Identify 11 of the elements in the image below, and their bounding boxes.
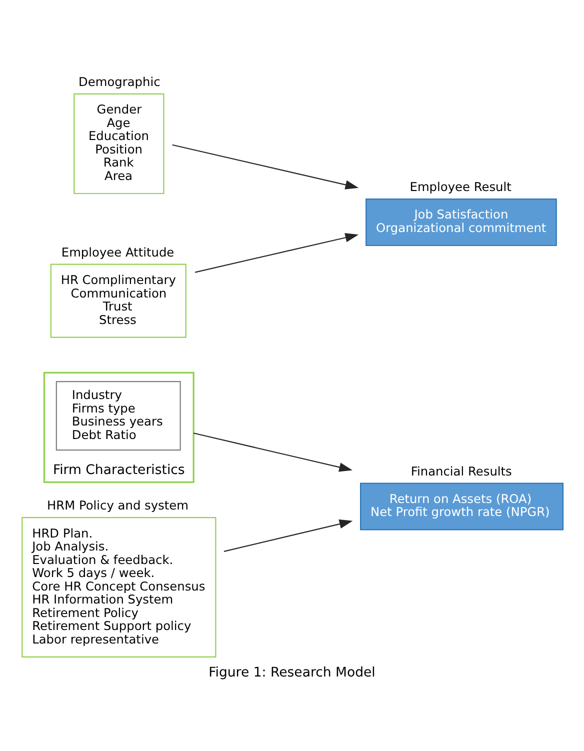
arrow	[194, 232, 359, 272]
node-label: Demographic	[78, 74, 160, 89]
node-label: Financial Results	[410, 464, 512, 478]
arrow	[193, 432, 352, 472]
arrow	[224, 518, 353, 552]
node-label: Employee Result	[410, 180, 512, 194]
node-box: Industry Firms type Business years Debt Ratio	[56, 380, 181, 450]
caption: Figure 1: Research Model	[208, 664, 376, 680]
node-label: HRM Policy and system	[47, 498, 188, 512]
node-label: Employee Attitude	[61, 244, 174, 259]
arrow	[172, 144, 359, 189]
